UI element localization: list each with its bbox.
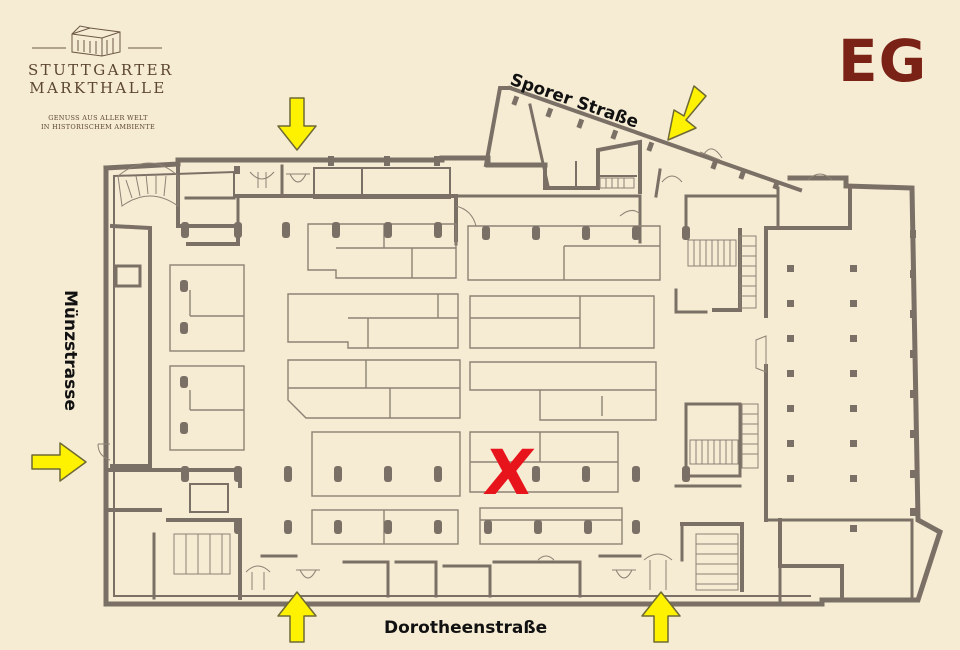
building-walls [103,85,944,607]
street-label-bottom: Dorotheenstraße [384,618,548,638]
entrance-arrow-top-left [277,97,317,151]
logo-name-line2: MARKTHALLE [29,79,167,97]
entrance-arrow-left [31,442,87,482]
logo-name-line1: STUTTGARTER [28,61,174,79]
street-label-left: Münzstrasse [60,290,80,411]
entrance-arrows [31,85,707,643]
doors [97,148,833,590]
market-stalls [169,223,661,545]
pillars [180,95,916,534]
entrance-arrow-bottom-left [277,591,317,643]
floor-label: EG [838,27,928,95]
market-hall-building-icon [32,25,162,57]
staircases [117,162,767,591]
logo-tagline-line1: GENUSS AUS ALLER WELT [48,114,148,122]
logo-tagline-line2: IN HISTORISCHEM AMBIENTE [40,123,156,131]
entrance-arrow-bottom-right [641,591,681,643]
entrance-arrow-top-right [667,85,707,141]
location-marker-x: X [480,436,539,509]
